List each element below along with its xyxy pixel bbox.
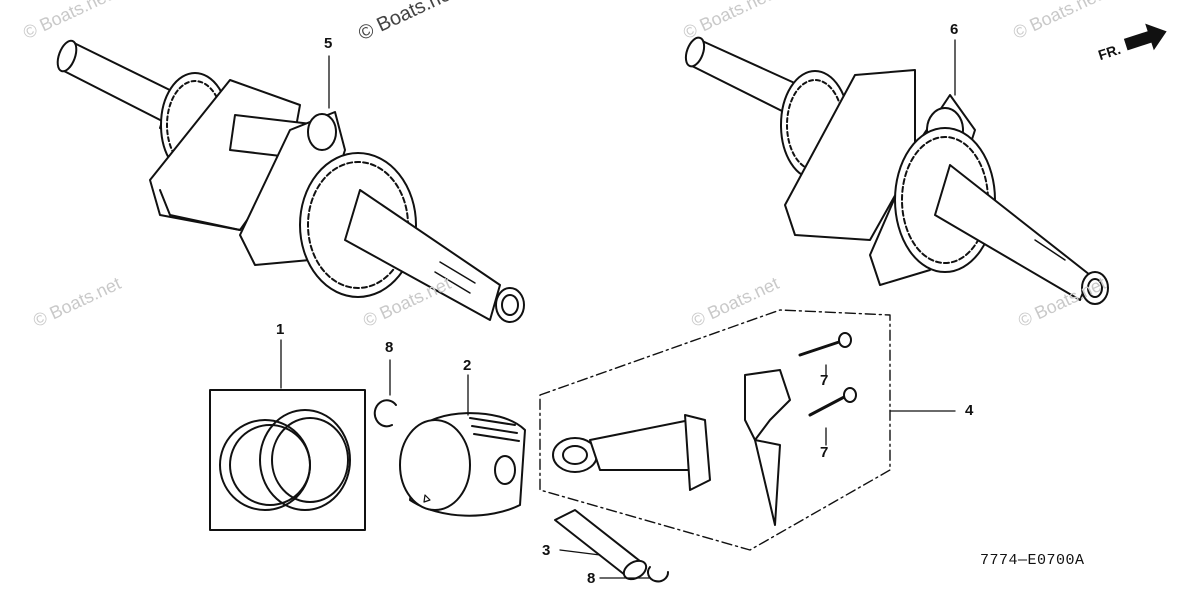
piston-pin bbox=[554, 509, 648, 581]
callout-6: 6 bbox=[950, 21, 959, 38]
connecting-rod bbox=[552, 414, 711, 491]
leader-lines bbox=[280, 39, 956, 579]
callout-2: 2 bbox=[463, 357, 472, 374]
callout-5: 5 bbox=[324, 35, 333, 52]
circlip-bottom bbox=[647, 566, 670, 583]
callout-3: 3 bbox=[542, 542, 551, 559]
rod-cap bbox=[744, 369, 791, 526]
callout-7-upper: 7 bbox=[820, 372, 829, 389]
rod-bolts bbox=[798, 332, 857, 417]
callout-8-upper: 8 bbox=[385, 339, 394, 356]
diagram-code: 7774—E0700A bbox=[980, 552, 1085, 569]
circlip-top bbox=[373, 399, 397, 428]
callout-1: 1 bbox=[276, 321, 285, 338]
front-direction-arrow-icon bbox=[1123, 23, 1167, 51]
crankshaft-right bbox=[684, 36, 1109, 305]
callout-7-lower: 7 bbox=[820, 444, 829, 461]
piston bbox=[399, 412, 526, 517]
callout-8-lower: 8 bbox=[587, 570, 596, 587]
crankshaft-left bbox=[56, 39, 525, 323]
connecting-rod-box bbox=[539, 309, 891, 551]
callout-4: 4 bbox=[965, 402, 974, 419]
piston-ring-set bbox=[209, 389, 366, 531]
